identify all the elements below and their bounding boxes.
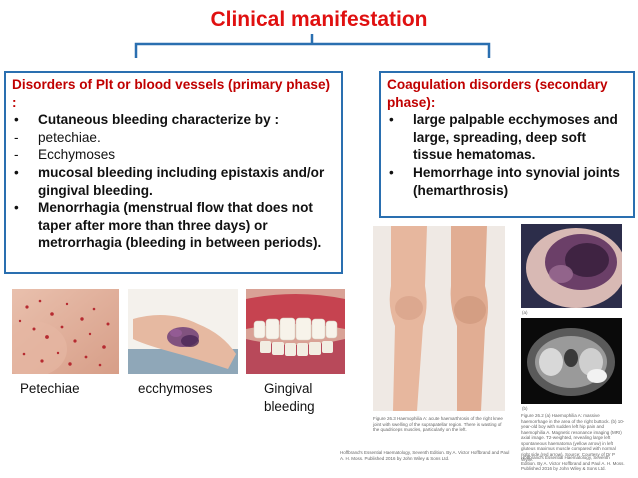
bullet-marker: • (14, 112, 19, 128)
bullet-marker: - (14, 129, 19, 145)
secondary-phase-box: Coagulation disorders (secondary phase):… (379, 71, 635, 218)
primary-phase-box: Disorders of Plt or blood vessels (prima… (4, 71, 343, 274)
bullet-marker: • (389, 112, 394, 128)
gingival-caption: Gingival bleeding (264, 381, 315, 414)
primary-phase-list: • Cutaneous bleeding characterize by : - pe… (12, 111, 335, 252)
petechiae-caption: Petechiae (20, 381, 80, 396)
buttock-hematoma-photo (521, 224, 622, 308)
secondary-phase-item: • large palpable ecchymoses and large, sp… (387, 111, 627, 164)
primary-phase-item: • Menorrhagia (menstrual flow that does n… (12, 199, 335, 252)
scan-figure-credit: Hoffbrand's Essential Haematology, Seven… (521, 455, 625, 471)
label-a: (a) (522, 310, 528, 315)
ecchymoses-caption: ecchymoses (138, 381, 213, 396)
scan-figure-caption: Figure 26.2 (a) Haemophilia A: massive h… (521, 413, 625, 462)
primary-phase-item: • Cutaneous bleeding characterize by : (12, 111, 335, 129)
secondary-phase-item-text: Hemorrhage into synovial joints (hemarth… (413, 164, 620, 198)
primary-phase-item-text: Cutaneous bleeding characterize by : (38, 112, 279, 128)
primary-phase-item-text: petechiae. (38, 129, 101, 145)
primary-phase-item-text: Menorrhagia (menstrual flow that does no… (38, 200, 322, 251)
mri-scan-photo (521, 318, 622, 404)
slide-title: Clinical manifestation (210, 8, 428, 31)
gingival-bleeding-photo (246, 289, 345, 374)
petechiae-photo (12, 289, 119, 374)
ecchymoses-photo (128, 289, 238, 374)
label-b: (b) (522, 406, 528, 411)
knees-figure-caption: Figure 26.3 Haemophilia A: acute haemart… (373, 416, 503, 432)
title-bracket (134, 34, 491, 58)
secondary-phase-list: • large palpable ecchymoses and large, sp… (387, 111, 627, 199)
knees-figure-credit: Hoffbrand's Essential Haematology, Seven… (340, 450, 510, 461)
primary-phase-item-text: Ecchymoses (38, 147, 116, 163)
primary-phase-item: • mucosal bleeding including epistaxis an… (12, 164, 335, 199)
secondary-phase-heading: Coagulation disorders (secondary phase): (387, 77, 608, 110)
bullet-marker: • (14, 164, 19, 180)
bullet-marker: • (389, 164, 394, 180)
knees-photo (373, 226, 505, 411)
bullet-marker: • (14, 200, 19, 216)
bullet-marker: - (14, 147, 19, 163)
primary-phase-item-text: mucosal bleeding including epistaxis and… (38, 164, 325, 198)
primary-phase-item: - petechiae. (12, 129, 335, 147)
secondary-phase-item-text: large palpable ecchymoses and large, spr… (413, 112, 618, 163)
primary-phase-item: - Ecchymoses (12, 146, 335, 164)
primary-phase-heading: Disorders of Plt or blood vessels (prima… (12, 77, 331, 110)
secondary-phase-item: • Hemorrhage into synovial joints (hemart… (387, 164, 627, 199)
